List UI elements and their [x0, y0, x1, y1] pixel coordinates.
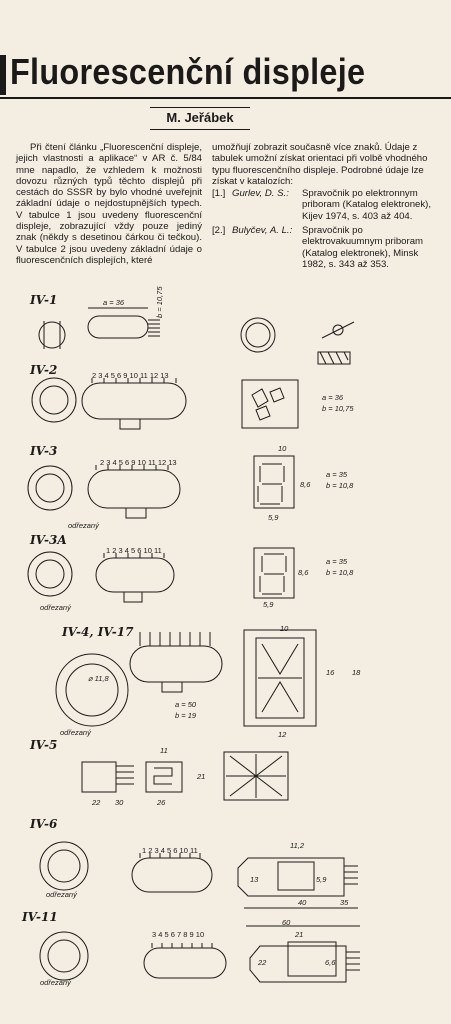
label-iv3: IV-3 — [30, 444, 58, 458]
title-bar-decoration — [0, 55, 6, 95]
author-rule-top — [150, 107, 250, 108]
dim-iv3a-width: 5,9 — [263, 600, 274, 609]
dim-iv5-h2: 21 — [197, 772, 206, 781]
body-paragraph-left: Při čtení článku „Fluorescenční displeje… — [16, 142, 202, 266]
dim-iv5-w3: 26 — [157, 798, 166, 807]
dim-iv4-a: a = 50 — [175, 700, 197, 709]
dim-iv2-a: a = 36 — [322, 393, 344, 402]
diameter-note: ⌀ 11,8 — [88, 674, 109, 683]
article-title: Fluorescenční displeje — [10, 51, 366, 92]
dim-iv1-a: a = 36 — [103, 298, 125, 307]
pins-iv2: 2 3 4 5 6 9 10 11 12 13 — [92, 371, 169, 380]
drawing-iv6 — [39, 841, 358, 909]
cut-label-iv3a: odřezaný — [40, 603, 71, 612]
pins-iv6: 1 2 3 4 5 6 10 11 — [142, 846, 198, 855]
article-body-left: Při čtení článku „Fluorescenční displeje… — [16, 142, 202, 266]
reference-2: [2.] Bulyčev, A. L.: Spravočnik po elekt… — [212, 225, 424, 270]
label-iv11: IV-11 — [22, 910, 58, 924]
label-iv4-iv17: IV-4, IV-17 — [62, 625, 134, 639]
body-paragraph-right: umožňují zobrazit současně více znaků. Ú… — [212, 142, 428, 187]
dim-iv6-length: 35 — [340, 898, 349, 907]
drawing-iv11 — [39, 925, 360, 983]
drawing-iv4 — [55, 629, 317, 727]
dim-iv4-b: b = 19 — [175, 711, 197, 720]
dim-iv4-top: 10 — [280, 624, 289, 633]
dim-iv3-b: b = 10,8 — [326, 481, 354, 490]
dim-iv4-h1: 16 — [326, 668, 335, 677]
pins-iv3: 2 3 4 5 6 9 10 11 12 13 — [100, 458, 177, 467]
drawing-iv2 — [31, 377, 299, 430]
dim-iv4-width: 12 — [278, 730, 287, 739]
dim-iv11-top: 21 — [295, 930, 304, 939]
label-iv3a: IV-3A — [30, 533, 67, 547]
article-author: M. Jeřábek — [166, 110, 234, 125]
dim-iv11-width: 60 — [282, 918, 291, 927]
drawing-iv3 — [27, 455, 295, 519]
cut-label-iv6: odřezaný — [46, 890, 77, 899]
drawing-iv1 — [38, 307, 355, 365]
reference-1: [1.] Gurlev, D. S.: Spravočnik po elektr… — [212, 188, 432, 222]
dim-iv3-width: 5,9 — [268, 513, 279, 522]
label-iv5: IV-5 — [30, 738, 58, 752]
dim-iv6-digit: 5,9 — [316, 875, 327, 884]
dim-iv11-height: 22 — [258, 958, 267, 967]
dim-iv2-b: b = 10,75 — [322, 404, 354, 413]
title-rule — [0, 97, 451, 99]
label-iv1: IV-1 — [30, 293, 58, 307]
dim-iv5-w2: 30 — [115, 798, 124, 807]
cut-label-iv11: odřezaný — [40, 978, 71, 987]
dim-iv6-width: 40 — [298, 898, 307, 907]
drawing-iv5 — [81, 751, 289, 801]
dim-iv3-a: a = 35 — [326, 470, 348, 479]
dim-iv5-h1: 11 — [160, 746, 168, 755]
dim-iv6-top: 11,2 — [290, 841, 305, 850]
dim-iv3-top: 10 — [278, 444, 287, 453]
drawing-iv3a — [27, 547, 295, 603]
label-iv2: IV-2 — [30, 363, 58, 377]
label-iv6: IV-6 — [30, 817, 58, 831]
cut-label-iv3: odřezaný — [68, 521, 99, 530]
pins-iv11: 3 4 5 6 7 8 9 10 — [152, 930, 205, 939]
article-body-right: umožňují zobrazit současně více znaků. Ú… — [212, 142, 434, 270]
dim-iv6-height: 13 — [250, 875, 259, 884]
dim-iv3a-a: a = 35 — [326, 557, 348, 566]
dim-iv3-height: 8,6 — [300, 480, 311, 489]
dim-iv5-w1: 22 — [92, 798, 101, 807]
cut-label-iv4: odřezaný — [60, 728, 91, 737]
author-rule-bottom — [150, 129, 250, 130]
dim-iv3a-b: b = 10,8 — [326, 568, 354, 577]
pins-iv3a: 1 2 3 4 5 6 10 11 — [106, 546, 162, 555]
dim-iv3a-height: 8,6 — [298, 568, 309, 577]
dim-iv4-h2: 18 — [352, 668, 361, 677]
dim-iv11-digit: 6,6 — [325, 958, 336, 967]
